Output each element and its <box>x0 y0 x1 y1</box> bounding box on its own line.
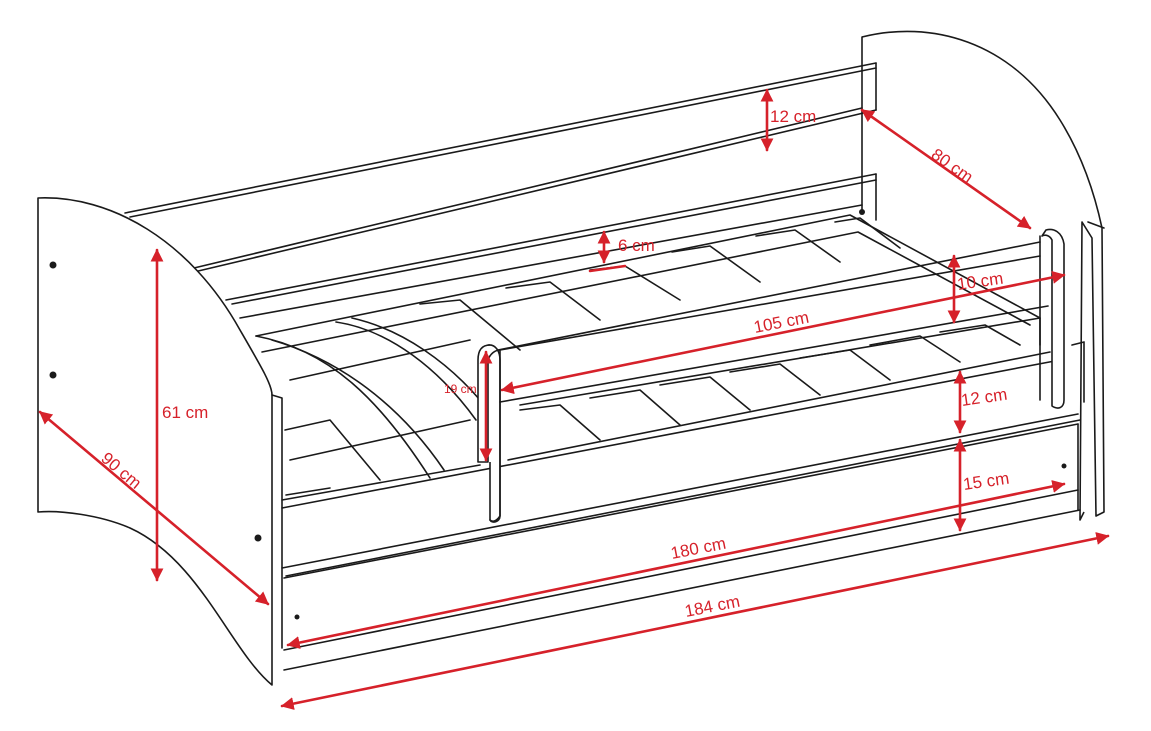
dimension-mattress-length: 180 cm <box>286 480 1066 649</box>
dimension-label: 6 cm <box>618 236 655 255</box>
dimension-label: 12 cm <box>770 107 816 126</box>
dimension-label: 12 cm <box>960 385 1008 410</box>
dimension-frame-rail-height: 12 cm <box>953 370 1008 434</box>
dimension-label: 15 cm <box>962 469 1010 494</box>
dimension-label: 180 cm <box>669 534 727 563</box>
dimension-slat-width: 6 cm <box>588 230 655 273</box>
dimension-label: 61 cm <box>162 403 208 422</box>
dimension-drawer-height: 15 cm <box>953 438 1010 532</box>
back-upper-rail <box>124 62 877 273</box>
dimension-annotations: 12 cm 80 cm 6 cm 10 cm 105 cm 19 cm 12 c… <box>38 88 1110 711</box>
dimension-top-rail-height: 12 cm <box>760 88 816 152</box>
dimension-label: 19 cm <box>444 382 477 396</box>
back-middle-rail <box>225 173 877 319</box>
dimension-barrier-height: 19 cm <box>444 350 493 462</box>
